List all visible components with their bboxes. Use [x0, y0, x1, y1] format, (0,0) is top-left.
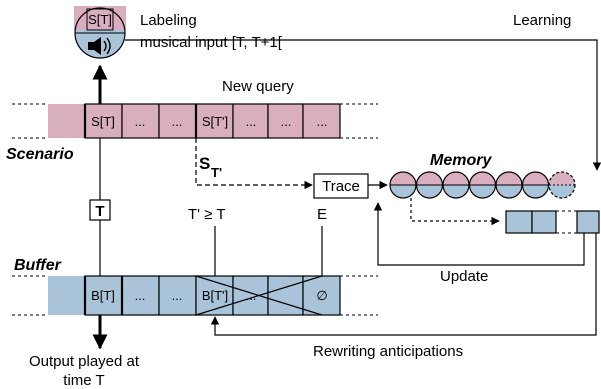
memory-state [495, 171, 523, 199]
output-label-line1: Output played at [29, 353, 140, 370]
buffer-cell-label: ... [135, 288, 146, 303]
scenario-cell [267, 103, 304, 139]
trace-box [313, 173, 369, 199]
musical-input-text: musical input [T, T+1[ [140, 34, 283, 51]
e-label: E [317, 206, 327, 223]
buffer-cell [232, 275, 269, 316]
rewriting-label: Rewriting anticipations [313, 343, 463, 360]
buffer-cell-label: ... [172, 288, 183, 303]
learning-arrow [125, 39, 601, 171]
buffer-cell [195, 275, 234, 316]
memory-dashed-arrow [410, 198, 500, 226]
buffer-cell [302, 275, 341, 316]
memory-states [389, 171, 576, 199]
scenario-cell-label: ... [317, 114, 328, 129]
s-subscript: T' [211, 165, 222, 180]
buffer-strip: B[T] ... ... B[T'] ... ∅ [12, 275, 378, 316]
t-prime-label: T' ≥ T [188, 206, 226, 223]
scenario-cell-label: ... [172, 114, 183, 129]
memory-state [442, 171, 470, 199]
buffer-cell [158, 275, 197, 316]
t-box [89, 199, 111, 221]
scenario-title: Scenario [6, 146, 74, 163]
buffer-cell-label: B[T] [91, 288, 115, 303]
rewrite-cross-line [195, 275, 323, 316]
s-label: S [199, 154, 210, 173]
labeling-text: Labeling [140, 12, 197, 29]
t-box-label: T [95, 203, 104, 220]
buffer-cell-label: ∅ [316, 288, 327, 303]
input-event-slot-label: S[T] [88, 12, 112, 27]
scenario-cell-label: S[T'] [202, 114, 228, 129]
memory-state [521, 171, 550, 199]
scenario-cell-label: ... [281, 114, 292, 129]
learning-text: Learning [513, 12, 571, 29]
memory-title: Memory [430, 152, 492, 169]
rewriting-arrow [210, 233, 597, 336]
update-arrow [373, 202, 585, 266]
scenario-cell-label: ... [135, 114, 146, 129]
scenario-cell [232, 103, 269, 139]
output-label-line2: time T [63, 372, 104, 389]
input-event-node: S[T] [74, 6, 126, 59]
memory-state [389, 171, 417, 199]
scenario-cell [302, 103, 341, 139]
buffer-cell [267, 275, 304, 316]
buffer-cell [84, 275, 123, 316]
scenario-strip: S[T] ... ... S[T'] ... ... ... [12, 103, 378, 139]
buffer-title: Buffer [14, 257, 62, 274]
update-label: Update [440, 268, 488, 285]
scenario-cell-label: ... [246, 114, 257, 129]
query-dashed-arrow [195, 138, 313, 190]
memory-state [415, 171, 444, 199]
buffer-cell-label: B[T'] [202, 288, 228, 303]
scenario-cell-label: S[T] [91, 114, 115, 129]
speaker-icon [88, 37, 111, 55]
anticipation-buffer [505, 210, 600, 234]
new-query-text: New query [222, 78, 294, 95]
memory-state [468, 171, 497, 199]
memory-state [548, 171, 576, 199]
buffer-cell-label: ... [246, 288, 257, 303]
trace-label: Trace [322, 178, 360, 195]
